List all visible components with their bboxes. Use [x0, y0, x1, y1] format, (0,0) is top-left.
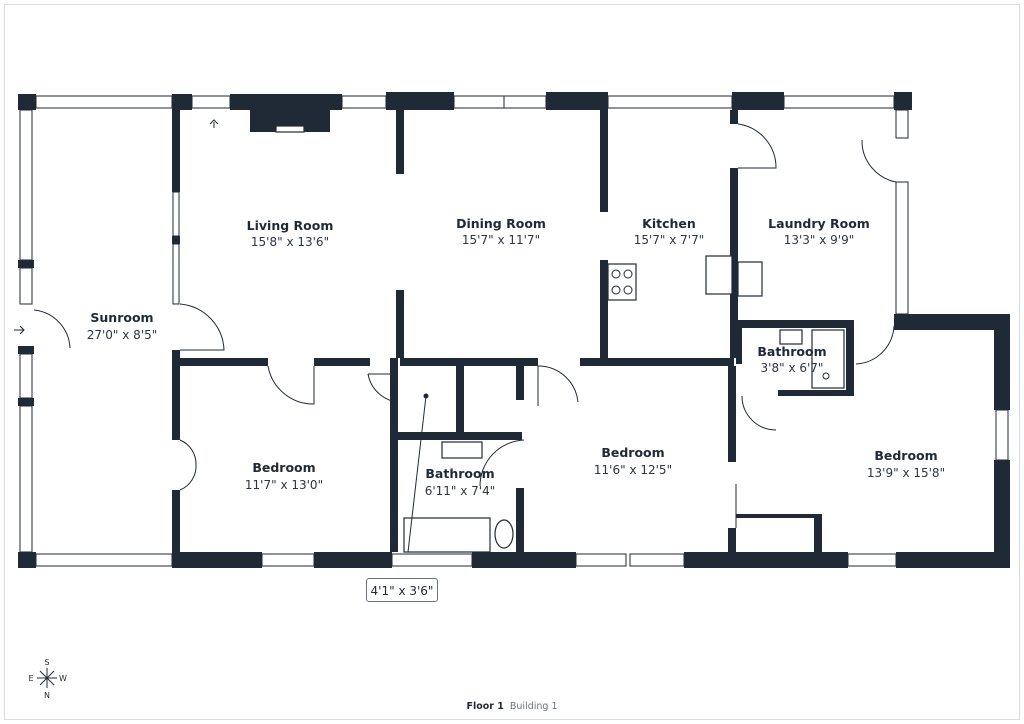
- room-dims-laundry-room: 13'3" x 9'9": [784, 233, 855, 247]
- room-dims-dining-room: 15'7" x 11'7": [462, 233, 540, 247]
- footer: Floor 1 Building 1: [0, 701, 1024, 712]
- room-label-bathroom-main: Bathroom: [425, 466, 494, 481]
- room-dims-bedroom-left: 11'7" x 13'0": [245, 478, 323, 492]
- exterior-walls: [18, 92, 1010, 568]
- bathtub-icon: [403, 517, 491, 553]
- room-label-bedroom-left: Bedroom: [252, 460, 315, 475]
- room-dims-bathroom-main: 6'11" x 7'4": [425, 484, 496, 498]
- room-dims-living-room: 15'8" x 13'6": [251, 235, 329, 249]
- bathroom-sink-icon: [441, 441, 483, 459]
- fixtures: [403, 255, 845, 553]
- room-label-kitchen: Kitchen: [642, 216, 696, 231]
- footer-floor: Floor 1: [466, 701, 504, 712]
- closet-dimension-callout: 4'1" x 3'6": [366, 578, 438, 602]
- room-dims-kitchen: 15'7" x 7'7": [634, 233, 705, 247]
- shower-icon: [811, 329, 845, 389]
- room-dims-bedroom-middle: 11'6" x 12'5": [594, 463, 672, 477]
- compass-e-label: E: [28, 674, 33, 683]
- compass-n-label: N: [44, 691, 50, 700]
- room-label-dining-room: Dining Room: [456, 216, 546, 231]
- room-label-laundry-room: Laundry Room: [768, 216, 870, 231]
- small-sink-icon: [779, 329, 803, 345]
- room-dims-bedroom-right: 13'9" x 15'8": [867, 466, 945, 480]
- room-label-living-room: Living Room: [247, 218, 334, 233]
- doors: [14, 119, 897, 528]
- room-label-bedroom-right: Bedroom: [874, 448, 937, 463]
- room-label-bathroom-small: Bathroom: [757, 344, 826, 359]
- room-label-bedroom-middle: Bedroom: [601, 445, 664, 460]
- room-dims-bathroom-small: 3'8" x 6'7": [761, 361, 824, 375]
- room-labels: Sunroom 27'0" x 8'5" Living Room 15'8" x…: [87, 216, 945, 498]
- compass-w-label: W: [59, 674, 67, 683]
- stove-icon: [607, 263, 637, 301]
- compass: S N E W: [28, 658, 67, 700]
- room-label-sunroom: Sunroom: [90, 310, 153, 325]
- compass-s-label: S: [44, 658, 49, 667]
- footer-building: Building 1: [509, 701, 558, 712]
- interior-walls: [172, 110, 854, 552]
- room-dims-sunroom: 27'0" x 8'5": [87, 328, 158, 342]
- toilet-icon: [494, 519, 514, 549]
- washer-icon: [705, 255, 733, 295]
- dryer-icon: [737, 261, 763, 297]
